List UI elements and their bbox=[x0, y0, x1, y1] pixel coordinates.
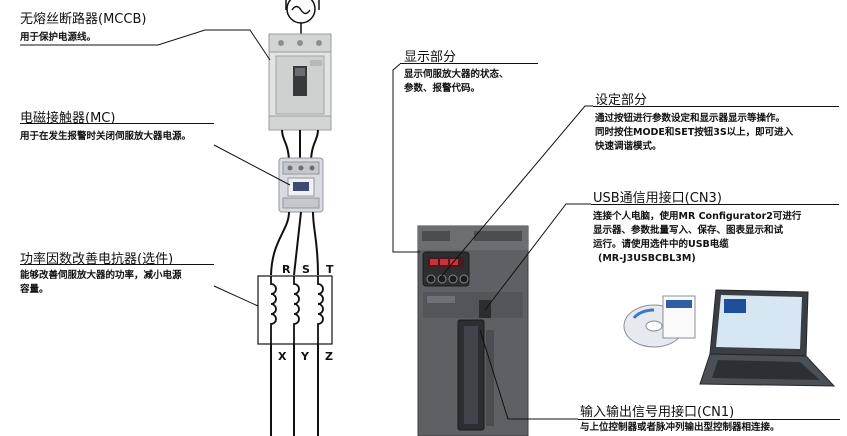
io-title: 输入输出信号用接口(CN1) bbox=[580, 405, 735, 420]
usb-rule bbox=[591, 204, 839, 205]
mc-rule bbox=[20, 123, 214, 124]
setting-desc-line1: 通过按钮进行参数设定和显示器显示等操作。 bbox=[595, 113, 786, 124]
setting-desc-line3: 快速调谐模式。 bbox=[595, 141, 662, 152]
display-rule bbox=[400, 63, 538, 64]
mccb-desc: 用于保护电源线。 bbox=[20, 32, 97, 43]
phase-x: X bbox=[278, 350, 287, 363]
usb-desc-line2: 显示器、参数批量写入、保存、图表显示和试 bbox=[593, 225, 784, 236]
display-desc-line2: 参数、报警代码。 bbox=[404, 83, 481, 94]
io-desc: 与上位控制器或者脉冲列输出型控制器相连接。 bbox=[580, 422, 780, 433]
mc-title: 电磁接触器(MC) bbox=[20, 111, 116, 126]
usb-title: USB通信用接口(CN3) bbox=[593, 191, 722, 206]
setting-title: 设定部分 bbox=[595, 93, 648, 108]
phase-r: R bbox=[282, 263, 291, 276]
usb-desc-line3: 运行。请使用选件中的USB电缆 bbox=[593, 239, 729, 250]
breaker-icon bbox=[268, 33, 332, 131]
contactor-icon bbox=[278, 157, 324, 213]
wires-upper bbox=[281, 129, 319, 161]
servo-amplifier-icon bbox=[417, 225, 529, 436]
leader-lines bbox=[20, 29, 593, 420]
setting-rule bbox=[593, 106, 839, 107]
phase-s: S bbox=[302, 263, 310, 276]
usb-desc-line1: 连接个人电脑，使用MR Configurator2可进行 bbox=[593, 211, 802, 222]
mccb-title: 无熔丝断路器(MCCB) bbox=[20, 12, 147, 27]
phase-z: Z bbox=[325, 350, 333, 363]
wires-middle bbox=[270, 211, 319, 276]
display-title: 显示部分 bbox=[404, 50, 457, 65]
laptop-icon bbox=[699, 289, 836, 387]
mc-desc: 用于在发生报警时关闭伺服放大器电源。 bbox=[20, 131, 192, 142]
reactor-title: 功率因数改善电抗器(选件) bbox=[20, 252, 174, 267]
reactor-desc-line2: 容量。 bbox=[20, 284, 49, 295]
wires-lower bbox=[270, 344, 319, 436]
setting-desc-line2: 同时按住MODE和SET按钮3S以上，即可进入 bbox=[595, 127, 794, 138]
usb-desc-line4: (MR-J3USBCBL3M) bbox=[598, 253, 696, 264]
phase-y: Y bbox=[301, 350, 309, 363]
reactor-desc-line1: 能够改善伺服放大器的功率，减小电源 bbox=[20, 270, 182, 281]
io-rule bbox=[578, 419, 840, 420]
reactor-rule bbox=[20, 264, 214, 265]
phase-t: T bbox=[326, 263, 334, 276]
ac-source-icon bbox=[285, 0, 320, 36]
software-cd-icon bbox=[623, 295, 696, 348]
display-desc-line1: 显示伺服放大器的状态、 bbox=[404, 69, 509, 80]
reactor-coil-icon bbox=[257, 275, 333, 345]
